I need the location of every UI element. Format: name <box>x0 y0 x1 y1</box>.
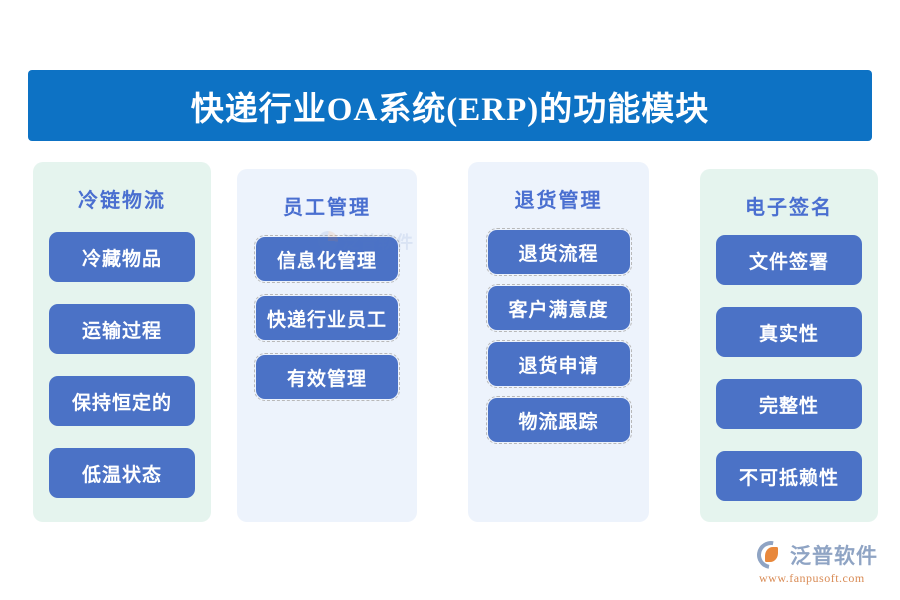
module-item[interactable]: 退货流程 <box>485 228 632 276</box>
module-item[interactable]: 低温状态 <box>49 448 195 498</box>
module-column-staff-management: 员工管理 信息化管理 快递行业员工 有效管理 <box>237 169 417 522</box>
module-item[interactable]: 退货申请 <box>485 340 632 388</box>
column-header: 冷链物流 <box>78 190 166 212</box>
column-item-list: 信息化管理 快递行业员工 有效管理 <box>254 235 400 401</box>
module-item[interactable]: 文件签署 <box>716 235 862 285</box>
logo-row: 泛普软件 <box>751 535 878 575</box>
title-banner: 快递行业OA系统(ERP)的功能模块 <box>28 70 872 141</box>
module-column-return-management: 退货管理 退货流程 客户满意度 退货申请 物流跟踪 <box>468 162 649 522</box>
column-item-list: 文件签署 真实性 完整性 不可抵赖性 <box>716 235 862 501</box>
column-header: 电子签名 <box>745 197 833 219</box>
module-item[interactable]: 完整性 <box>716 379 862 429</box>
module-item[interactable]: 不可抵赖性 <box>716 451 862 501</box>
logo-website-url: www.fanpusoft.com <box>759 571 865 585</box>
module-item[interactable]: 保持恒定的 <box>49 376 195 426</box>
module-column-cold-chain: 冷链物流 冷藏物品 运输过程 保持恒定的 低温状态 <box>33 162 211 522</box>
module-item[interactable]: 真实性 <box>716 307 862 357</box>
module-item[interactable]: 快递行业员工 <box>254 294 400 342</box>
module-item[interactable]: 有效管理 <box>254 353 400 401</box>
logo-company-name: 泛普软件 <box>790 544 878 568</box>
module-item[interactable]: 运输过程 <box>49 304 195 354</box>
column-item-list: 退货流程 客户满意度 退货申请 物流跟踪 <box>485 228 632 444</box>
module-item[interactable]: 物流跟踪 <box>485 396 632 444</box>
column-header: 员工管理 <box>283 197 371 219</box>
column-item-list: 冷藏物品 运输过程 保持恒定的 低温状态 <box>49 232 195 498</box>
module-item[interactable]: 信息化管理 <box>254 235 400 283</box>
module-item[interactable]: 冷藏物品 <box>49 232 195 282</box>
logo-leaf-shape <box>765 547 778 562</box>
page-title: 快递行业OA系统(ERP)的功能模块 <box>190 91 710 128</box>
column-header: 退货管理 <box>514 190 603 212</box>
footer-logo: 泛普软件 www.fanpusoft.com <box>751 535 878 586</box>
module-column-electronic-signature: 电子签名 文件签署 真实性 完整性 不可抵赖性 <box>700 169 878 522</box>
fanpu-logo-icon <box>751 535 791 575</box>
module-item[interactable]: 客户满意度 <box>485 284 632 332</box>
